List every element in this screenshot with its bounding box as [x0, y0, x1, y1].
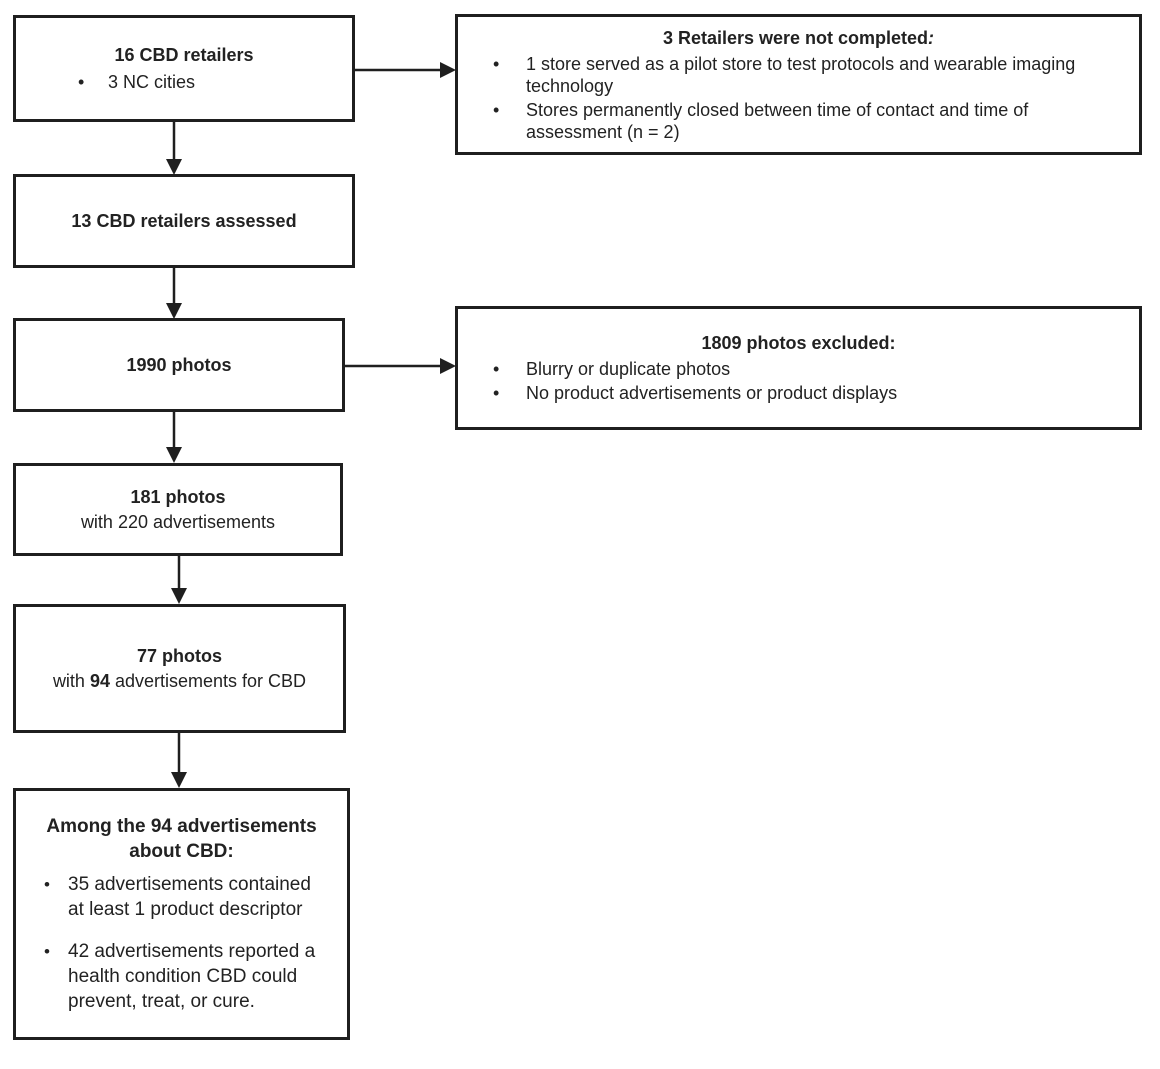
box-ads-summary: Among the 94 advertisements about CBD: 3…: [13, 788, 350, 1040]
box-ads-summary-list: 35 advertisements contained at least 1 p…: [26, 872, 337, 1014]
arrowhead-right-icon: [440, 62, 456, 78]
arrowhead-down-icon: [166, 447, 182, 463]
box-not-completed-title-text: 3 Retailers were not completed: [662, 27, 929, 48]
arrowhead-down-icon: [171, 772, 187, 788]
box-photos-included-subtitle: with 220 advertisements: [80, 511, 276, 532]
box-not-completed-title: 3 Retailers were not completed:: [458, 27, 1139, 49]
box-retailers-assessed: 13 CBD retailers assessed: [13, 174, 355, 268]
list-item: 35 advertisements contained at least 1 p…: [44, 872, 323, 922]
subtitle-count: 94: [89, 670, 110, 691]
list-item: 3 NC cities: [78, 70, 352, 95]
list-item: 1 store served as a pilot store to test …: [493, 53, 1086, 97]
box-retailers-total: 16 CBD retailers 3 NC cities: [13, 15, 355, 122]
list-item: Stores permanently closed between time o…: [493, 99, 1086, 143]
arrowhead-right-icon: [440, 358, 456, 374]
list-item: No product advertisements or product dis…: [493, 382, 1086, 404]
arrowhead-down-icon: [166, 303, 182, 319]
box-photos-included: 181 photos with 220 advertisements: [13, 463, 343, 556]
box-retailers-total-title: 16 CBD retailers: [114, 44, 254, 65]
box-photos-cbd: 77 photos with 94 advertisements for CBD: [13, 604, 346, 733]
box-photos-excluded-title: 1809 photos excluded:: [701, 333, 896, 353]
box-not-completed-title-colon: :: [928, 27, 935, 48]
box-photos-cbd-subtitle: with 94 advertisements for CBD: [16, 669, 343, 694]
box-ads-summary-title: Among the 94 advertisements about CBD:: [46, 816, 317, 862]
box-not-completed-list: 1 store served as a pilot store to test …: [458, 51, 1139, 143]
box-photos-total: 1990 photos: [13, 318, 345, 412]
box-photos-excluded-list: Blurry or duplicate photos No product ad…: [458, 356, 1139, 404]
arrowhead-down-icon: [166, 159, 182, 175]
box-photos-cbd-title: 77 photos: [136, 645, 222, 666]
box-photos-included-title: 181 photos: [130, 486, 226, 507]
subtitle-suffix: advertisements for CBD: [109, 670, 307, 691]
box-photos-excluded: 1809 photos excluded: Blurry or duplicat…: [455, 306, 1142, 430]
box-photos-total-title: 1990 photos: [126, 354, 232, 375]
subtitle-prefix: with: [52, 670, 90, 691]
box-retailers-total-list: 3 NC cities: [16, 70, 352, 95]
list-item: 42 advertisements reported a health cond…: [44, 939, 323, 1014]
box-not-completed: 3 Retailers were not completed: 1 store …: [455, 14, 1142, 155]
box-retailers-assessed-title: 13 CBD retailers assessed: [71, 210, 297, 231]
arrowhead-down-icon: [171, 588, 187, 604]
list-item: Blurry or duplicate photos: [493, 358, 1086, 380]
